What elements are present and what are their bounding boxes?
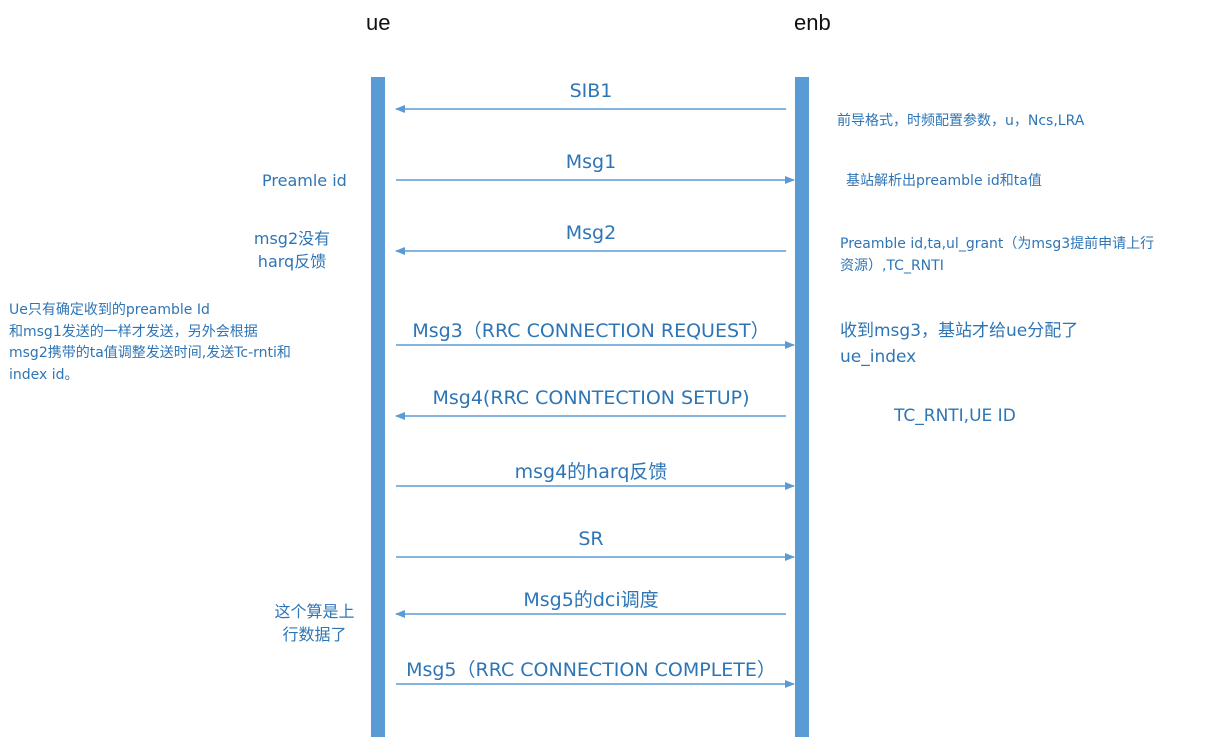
note-ue-condition-line3: msg2携带的ta值调整发送时间,发送Tc-rnti和: [9, 345, 291, 362]
note-msg2-content-line2: 资源）,TC_RNTI: [840, 258, 944, 275]
note-msg3-enb-line2: ue_index: [840, 347, 917, 368]
message-label-msg4-harq: msg4的harq反馈: [514, 461, 668, 483]
note-ue-condition-line4: index id。: [9, 367, 79, 384]
note-ue-condition: Ue只有确定收到的preamble Id 和msg1发送的一样才发送，另外会根据…: [9, 300, 364, 387]
note-msg3-enb: 收到msg3，基站才给ue分配了 ue_index: [840, 318, 1078, 371]
note-msg2-content-line1: Preamble id,ta,ul_grant（为msg3提前申请上行: [840, 236, 1155, 252]
note-msg4-content: TC_RNTI,UE ID: [894, 406, 1016, 426]
note-preamble-id: Preamle id: [262, 171, 347, 190]
message-label-msg3: Msg3（RRC CONNECTION REQUEST）: [412, 320, 770, 342]
note-ue-condition-line1: Ue只有确定收到的preamble Id: [9, 302, 210, 318]
ue-lifeline: [371, 77, 385, 737]
note-msg1-enb: 基站解析出preamble id和ta值: [846, 173, 1042, 189]
note-ue-condition-line2: 和msg1发送的一样才发送，另外会根据: [9, 323, 258, 340]
note-msg2-content: Preamble id,ta,ul_grant（为msg3提前申请上行 资源）,…: [840, 233, 1210, 278]
enb-lifeline: [795, 77, 809, 737]
message-label-sib1: SIB1: [569, 80, 613, 102]
message-label-msg5: Msg5（RRC CONNECTION COMPLETE）: [406, 659, 776, 681]
message-label-msg5-dci: Msg5的dci调度: [523, 589, 659, 611]
message-label-sr: SR: [578, 528, 604, 550]
note-sib1-params: 前导格式，时频配置参数，u，Ncs,LRA: [837, 113, 1085, 129]
actor-enb-label: enb: [794, 10, 831, 35]
note-msg2-harq: msg2没有 harq反馈: [232, 227, 352, 273]
note-uplink-data-line1: 这个算是上: [274, 602, 355, 621]
actor-ue-label: ue: [366, 10, 391, 35]
message-label-msg1: Msg1: [565, 151, 617, 173]
note-msg2-harq-line1: msg2没有: [253, 229, 331, 248]
note-uplink-data-line2: 行数据了: [282, 625, 347, 645]
note-uplink-data: 这个算是上 行数据了: [252, 600, 377, 646]
message-label-msg2: Msg2: [565, 222, 617, 244]
note-msg2-harq-line2: harq反馈: [257, 252, 327, 272]
note-msg3-enb-line1: 收到msg3，基站才给ue分配了: [840, 321, 1079, 341]
message-label-msg4: Msg4(RRC CONNTECTION SETUP): [432, 387, 750, 409]
